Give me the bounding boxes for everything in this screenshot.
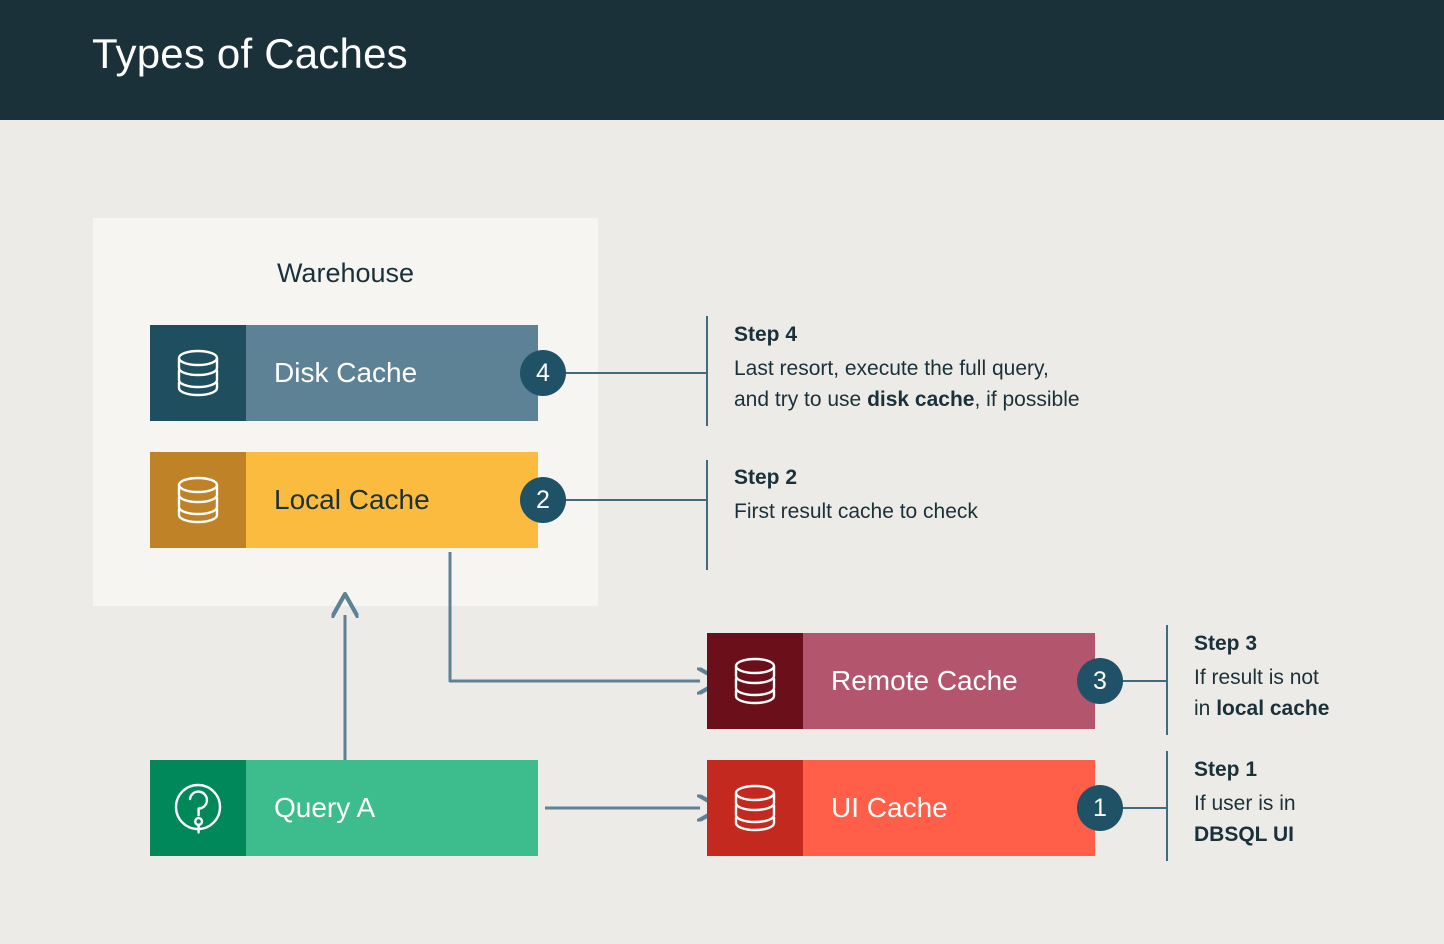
node-body: UI Cache bbox=[803, 760, 1095, 856]
warehouse-label: Warehouse bbox=[276, 258, 415, 288]
step-4-title: Step 4 bbox=[734, 323, 798, 346]
step-badge-3[interactable]: 3 bbox=[1077, 658, 1123, 704]
step-3-line-1: If result is not bbox=[1194, 666, 1319, 689]
question-circle-icon bbox=[150, 760, 246, 856]
step-2-title: Step 2 bbox=[734, 466, 798, 489]
step-4-line-1: Last resort, execute the full query, bbox=[734, 357, 1049, 380]
database-icon bbox=[150, 452, 246, 548]
node-label: Query A bbox=[274, 792, 376, 823]
node-ui-cache[interactable]: UI Cache bbox=[707, 760, 1095, 856]
step-badge-2[interactable]: 2 bbox=[520, 477, 566, 523]
step-3-title: Step 3 bbox=[1194, 632, 1258, 655]
step-3-line-2: in local cache bbox=[1194, 693, 1329, 724]
step-4-line-2-c: , if possible bbox=[974, 388, 1080, 412]
step-bracket-1 bbox=[1166, 751, 1168, 861]
database-icon bbox=[707, 760, 803, 856]
step-3-description: Step 3 If result is not in local cache bbox=[1194, 632, 1329, 724]
step-3-line-2-a: in bbox=[1194, 697, 1217, 721]
node-local-cache[interactable]: Local Cache bbox=[150, 452, 538, 548]
step-badge-4[interactable]: 4 bbox=[520, 350, 566, 396]
step-1-line-2: DBSQL UI bbox=[1194, 819, 1296, 850]
step-2-description: Step 2 First result cache to check bbox=[734, 466, 978, 527]
step-bracket-4 bbox=[706, 316, 708, 426]
step-4-line-2-a: and try to use bbox=[734, 388, 868, 412]
node-body: Query A bbox=[246, 760, 538, 856]
node-body: Local Cache bbox=[246, 452, 538, 548]
step-4-line-2: and try to use disk cache, if possible bbox=[734, 384, 1080, 415]
node-disk-cache[interactable]: Disk Cache bbox=[150, 325, 538, 421]
database-icon bbox=[707, 633, 803, 729]
step-connector-3 bbox=[1120, 680, 1168, 682]
node-label: Disk Cache bbox=[274, 357, 418, 388]
node-label: Remote Cache bbox=[831, 665, 1018, 696]
step-bracket-2 bbox=[706, 460, 708, 570]
step-3-line-2-emphasis: local cache bbox=[1216, 697, 1330, 721]
diagram-canvas: Warehouse Disk Ca bbox=[0, 120, 1444, 944]
node-query-a[interactable]: Query A bbox=[150, 760, 538, 856]
node-label: Local Cache bbox=[274, 484, 430, 515]
page-title: Types of Caches bbox=[92, 30, 408, 77]
database-icon bbox=[150, 325, 246, 421]
step-1-line-2-emphasis: DBSQL UI bbox=[1194, 823, 1294, 847]
node-body: Disk Cache bbox=[246, 325, 538, 421]
step-connector-1 bbox=[1120, 807, 1168, 809]
step-1-line-1: If user is in bbox=[1194, 792, 1296, 815]
step-1-title: Step 1 bbox=[1194, 758, 1258, 781]
node-body: Remote Cache bbox=[803, 633, 1095, 729]
step-1-description: Step 1 If user is in DBSQL UI bbox=[1194, 758, 1296, 850]
step-4-line-2-emphasis: disk cache bbox=[867, 388, 975, 412]
node-label: UI Cache bbox=[831, 792, 948, 823]
step-2-line-1: First result cache to check bbox=[734, 500, 978, 523]
page-header: Types of Caches bbox=[0, 0, 1444, 120]
node-remote-cache[interactable]: Remote Cache bbox=[707, 633, 1095, 729]
step-connector-4 bbox=[563, 372, 708, 374]
step-4-description: Step 4 Last resort, execute the full que… bbox=[734, 323, 1080, 415]
step-badge-1[interactable]: 1 bbox=[1077, 785, 1123, 831]
step-connector-2 bbox=[563, 499, 708, 501]
